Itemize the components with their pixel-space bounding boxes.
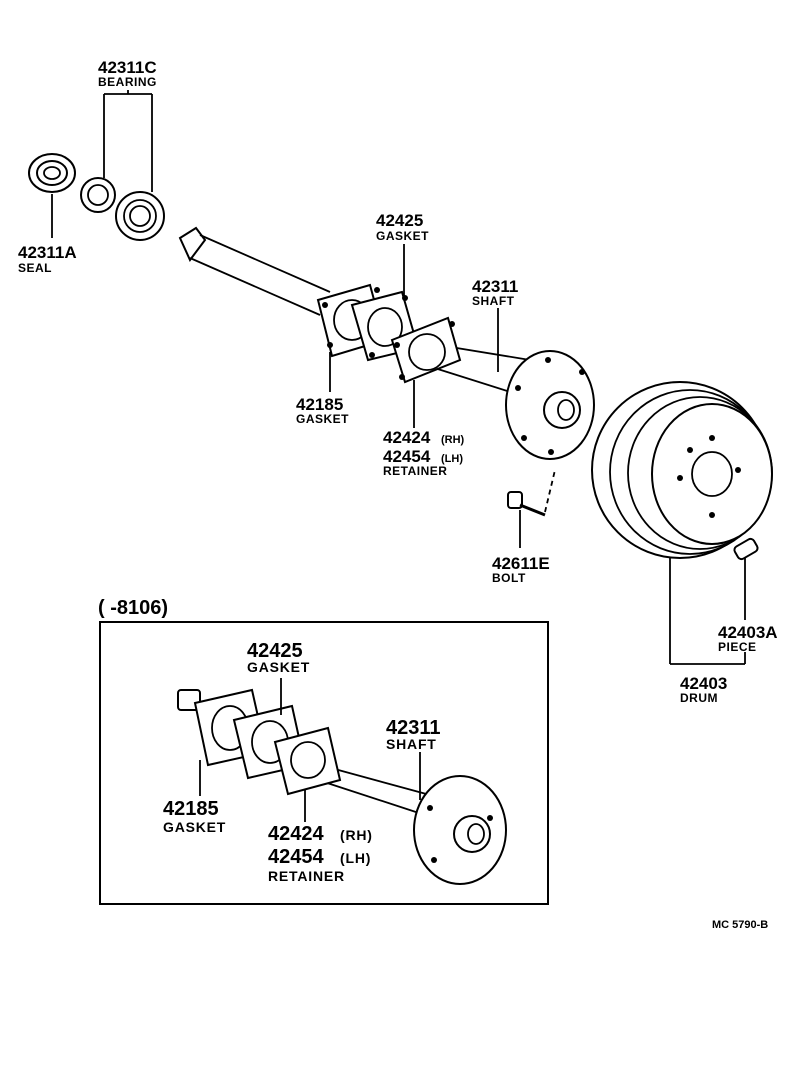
bearing-outer-part (115, 191, 165, 241)
inset-frame (99, 621, 549, 905)
seal-name: SEAL (18, 261, 52, 275)
retainer-lh-number: 42454 (383, 447, 431, 466)
gasket-upper-number: 42425 (376, 211, 423, 230)
piece-number: 42403A (718, 623, 778, 642)
seal-part (28, 153, 76, 238)
inset-gasket-lower-name: GASKET (163, 819, 226, 835)
inset-shaft-number: 42311 (386, 717, 441, 739)
axle-flange-part (505, 350, 595, 460)
piece-name: PIECE (718, 640, 757, 654)
gasket-lower-number: 42185 (296, 395, 343, 414)
drum-name: DRUM (680, 691, 718, 705)
retainer-rh-tag: (RH) (441, 434, 465, 446)
bearing-number: 42311C (98, 58, 157, 77)
inset-retainer-lh-tag: (LH) (340, 850, 371, 866)
axle-shaft-part (178, 226, 531, 396)
inset-retainer-rh-number: 42424 (268, 823, 324, 845)
inset-retainer-rh-tag: (RH) (340, 827, 373, 843)
shaft-name: SHAFT (472, 294, 515, 308)
inset-flange-part (413, 775, 507, 885)
seal-number: 42311A (18, 243, 77, 262)
shaft-number: 42311 (472, 277, 518, 296)
brake-drum-part (591, 381, 773, 665)
bearing-name: BEARING (98, 75, 157, 89)
retainer-rh-number: 42424 (383, 428, 431, 447)
inset-gasket-lower-number: 42185 (163, 798, 219, 820)
gasket-lower-name: GASKET (296, 412, 349, 426)
retainer-part (390, 316, 462, 384)
inset-shaft-name: SHAFT (386, 736, 437, 752)
bolt-part (507, 469, 556, 548)
bolt-number: 42611E (492, 554, 550, 573)
diagram-code: MC 5790-B (712, 919, 768, 931)
drum-number: 42403 (680, 674, 727, 693)
inset-retainer-part (273, 726, 342, 796)
inset-gasket-upper-name: GASKET (247, 659, 310, 675)
inset-retainer-lh-number: 42454 (268, 846, 324, 868)
inset-retainer-name: RETAINER (268, 868, 345, 884)
bearing-leader (103, 90, 153, 192)
gasket-upper-name: GASKET (376, 229, 429, 243)
inset-range: ( -8106) (98, 597, 168, 619)
bearing-inner-part (80, 177, 116, 213)
piece-part (733, 537, 759, 620)
retainer-lh-tag: (LH) (441, 453, 463, 465)
bolt-name: BOLT (492, 571, 526, 585)
inset-gasket-upper-number: 42425 (247, 640, 303, 662)
retainer-name: RETAINER (383, 464, 447, 478)
